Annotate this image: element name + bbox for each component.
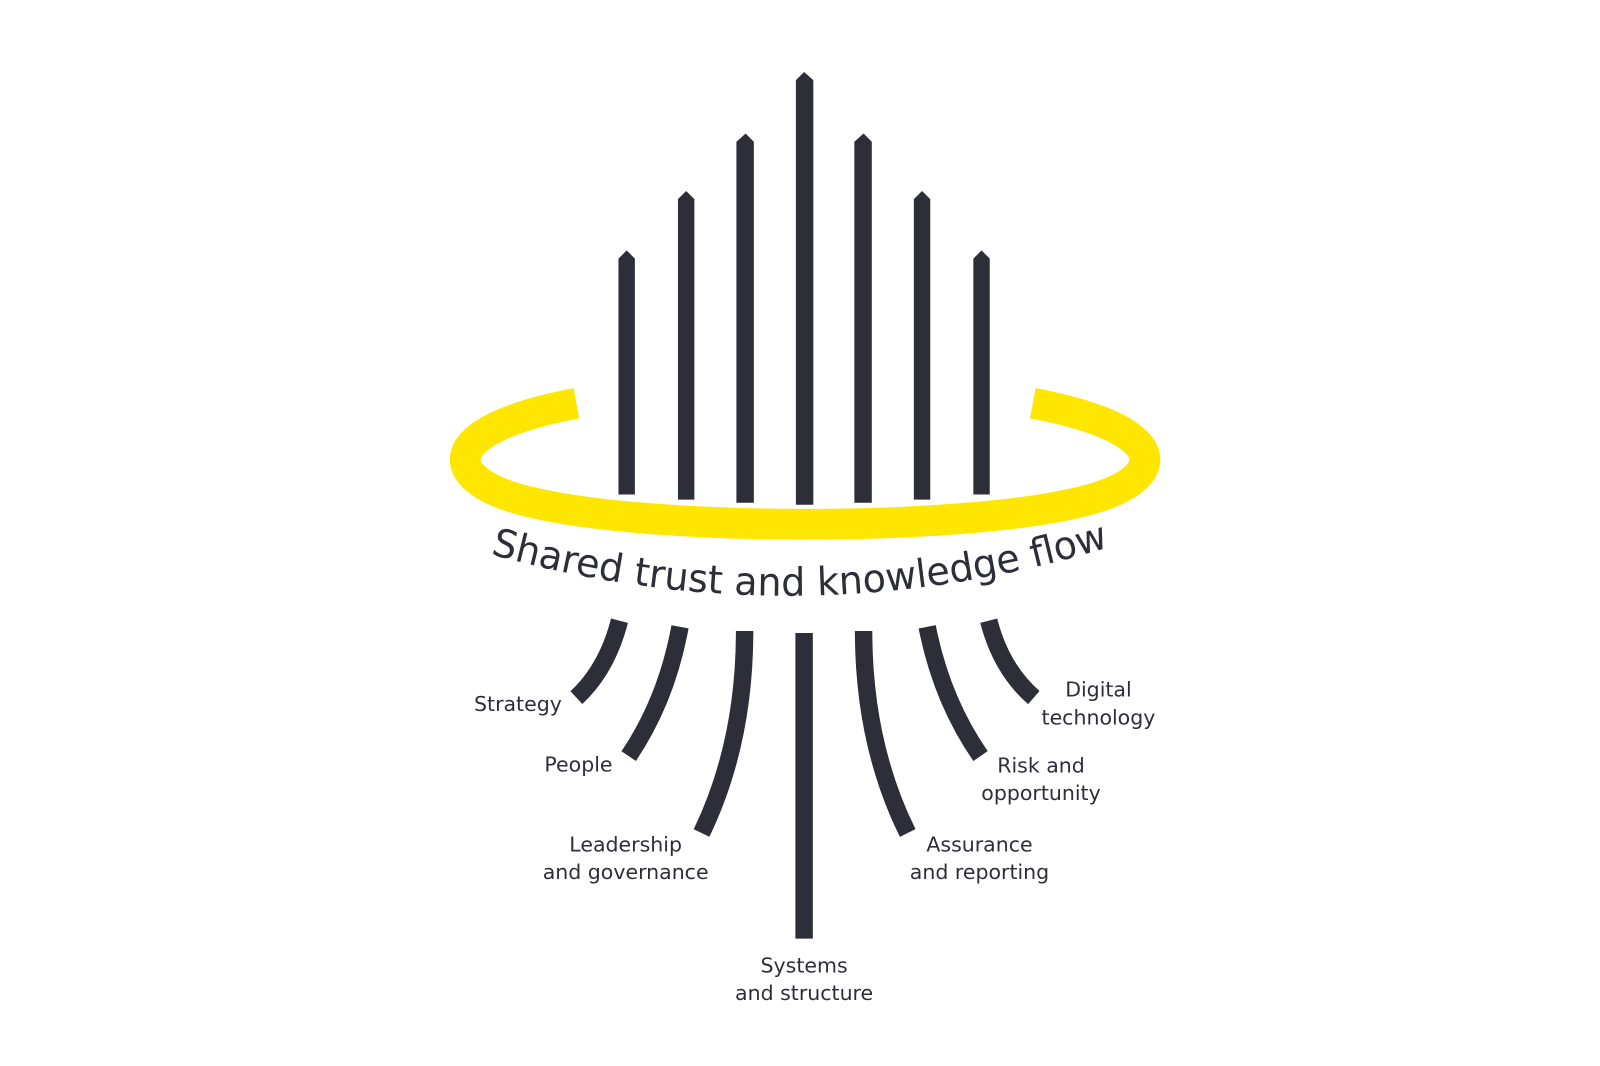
pillar-5	[854, 133, 872, 503]
branch-leadership	[693, 630, 754, 837]
pillar-7	[973, 250, 990, 495]
label-assurance-1: Assurance	[926, 832, 1032, 856]
branch-strategy	[570, 618, 628, 704]
branch-digital	[980, 618, 1040, 705]
branch-people	[621, 625, 689, 761]
pillar-2	[677, 190, 695, 500]
pillars	[618, 71, 990, 505]
label-strategy: Strategy	[474, 692, 562, 716]
pillar-6	[913, 190, 931, 500]
label-people: People	[544, 752, 612, 776]
label-leadership-1: Leadership	[569, 832, 682, 856]
label-digital-2: technology	[1042, 705, 1156, 729]
branch-labels: Strategy People Leadership and governanc…	[474, 678, 1155, 1006]
branch-risk	[918, 625, 988, 762]
label-systems-1: Systems	[761, 953, 848, 977]
label-assurance-2: and reporting	[910, 860, 1049, 884]
label-systems-2: and structure	[735, 981, 873, 1005]
pillar-3	[736, 133, 754, 503]
branches	[570, 618, 1040, 939]
label-risk-2: opportunity	[981, 781, 1100, 805]
label-leadership-2: and governance	[543, 860, 709, 884]
branch-assurance	[854, 630, 916, 837]
pillar-1	[618, 250, 635, 495]
label-risk-1: Risk and	[997, 753, 1085, 777]
pillar-4	[795, 71, 814, 505]
trust-ring-arc	[449, 388, 1161, 540]
label-digital-1: Digital	[1065, 678, 1132, 702]
